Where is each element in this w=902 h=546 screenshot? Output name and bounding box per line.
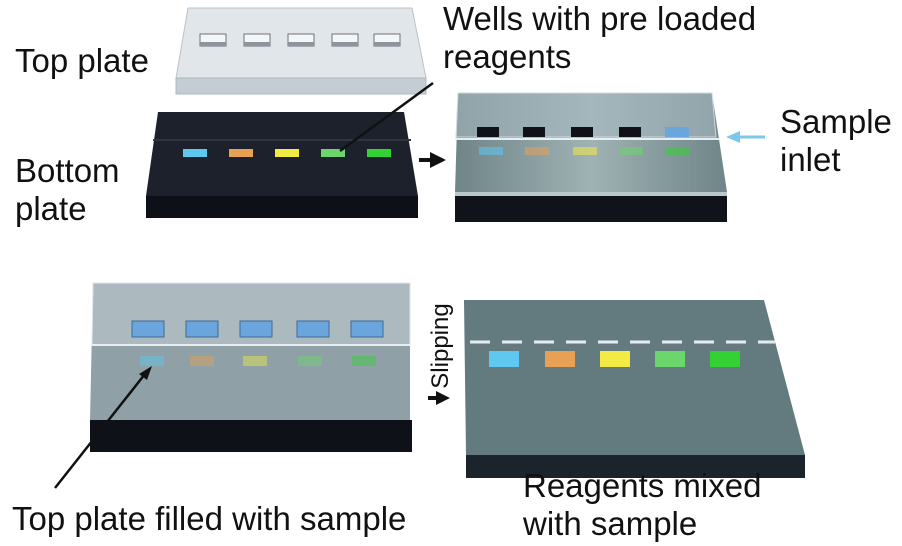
- wells-leader-line: [339, 81, 434, 153]
- assembled-reagent-well: [525, 147, 549, 155]
- assembled-chip: [455, 92, 727, 222]
- top-plate-well-edge: [244, 42, 270, 46]
- filled-reagent-well: [298, 356, 322, 366]
- bottom-plate-reagent-well: [367, 149, 391, 157]
- label-top-plate: Top plate: [15, 42, 149, 79]
- filled-leader-arrow: [54, 366, 152, 489]
- assembled-empty-well: [477, 127, 499, 137]
- top-plate-well-edge: [374, 42, 400, 46]
- bottom-plate-reagent-well: [321, 149, 345, 157]
- assembled-empty-well: [571, 127, 593, 137]
- mixed-reagent-well: [489, 351, 519, 367]
- mixed-reagent-well: [600, 351, 630, 367]
- mixed-chip: [464, 300, 805, 478]
- top-plate-well-edge: [332, 42, 358, 46]
- label-bottom-plate: Bottom plate: [15, 152, 120, 227]
- assembled-empty-well: [619, 127, 641, 137]
- filled-sample-well: [131, 320, 165, 338]
- assembled-sample-well: [665, 127, 689, 137]
- label-sample-inlet: Sample inlet: [780, 103, 892, 178]
- assembled-reagent-well: [479, 147, 503, 155]
- filled-reagent-well: [190, 356, 214, 366]
- top-plate: [175, 7, 427, 95]
- filled-reagent-well: [352, 356, 376, 366]
- label-slipping: Slipping: [427, 303, 454, 389]
- filled-reagent-well: [140, 356, 164, 366]
- filled-reagent-well: [243, 356, 267, 366]
- assemble-arrow: [419, 152, 446, 168]
- filled-sample-well: [350, 320, 384, 338]
- mixed-reagent-well: [655, 351, 685, 367]
- top-plate-well-edge: [200, 42, 226, 46]
- label-wells-preloaded: Wells with pre loaded reagents: [443, 0, 757, 75]
- filled-sample-well: [296, 320, 330, 338]
- slip-arrow: [428, 391, 450, 405]
- assembled-reagent-well: [665, 147, 689, 155]
- label-top-plate-filled: Top plate filled with sample: [12, 500, 407, 537]
- assembled-reagent-well: [619, 147, 643, 155]
- label-reagents-mixed: Reagents mixed with sample: [523, 467, 762, 542]
- assembled-reagent-well: [573, 147, 597, 155]
- bottom-plate-reagent-well: [183, 149, 207, 157]
- assembled-empty-well: [523, 127, 545, 137]
- mixed-reagent-well: [545, 351, 575, 367]
- sample-inlet-arrow: [726, 131, 765, 143]
- top-plate-well-edge: [288, 42, 314, 46]
- bottom-plate-reagent-well: [275, 149, 299, 157]
- filled-chip: [90, 282, 412, 452]
- filled-sample-well: [239, 320, 273, 338]
- filled-sample-well: [185, 320, 219, 338]
- bottom-plate-reagent-well: [229, 149, 253, 157]
- bottom-plate: [146, 112, 418, 218]
- mixed-reagent-well: [710, 351, 740, 367]
